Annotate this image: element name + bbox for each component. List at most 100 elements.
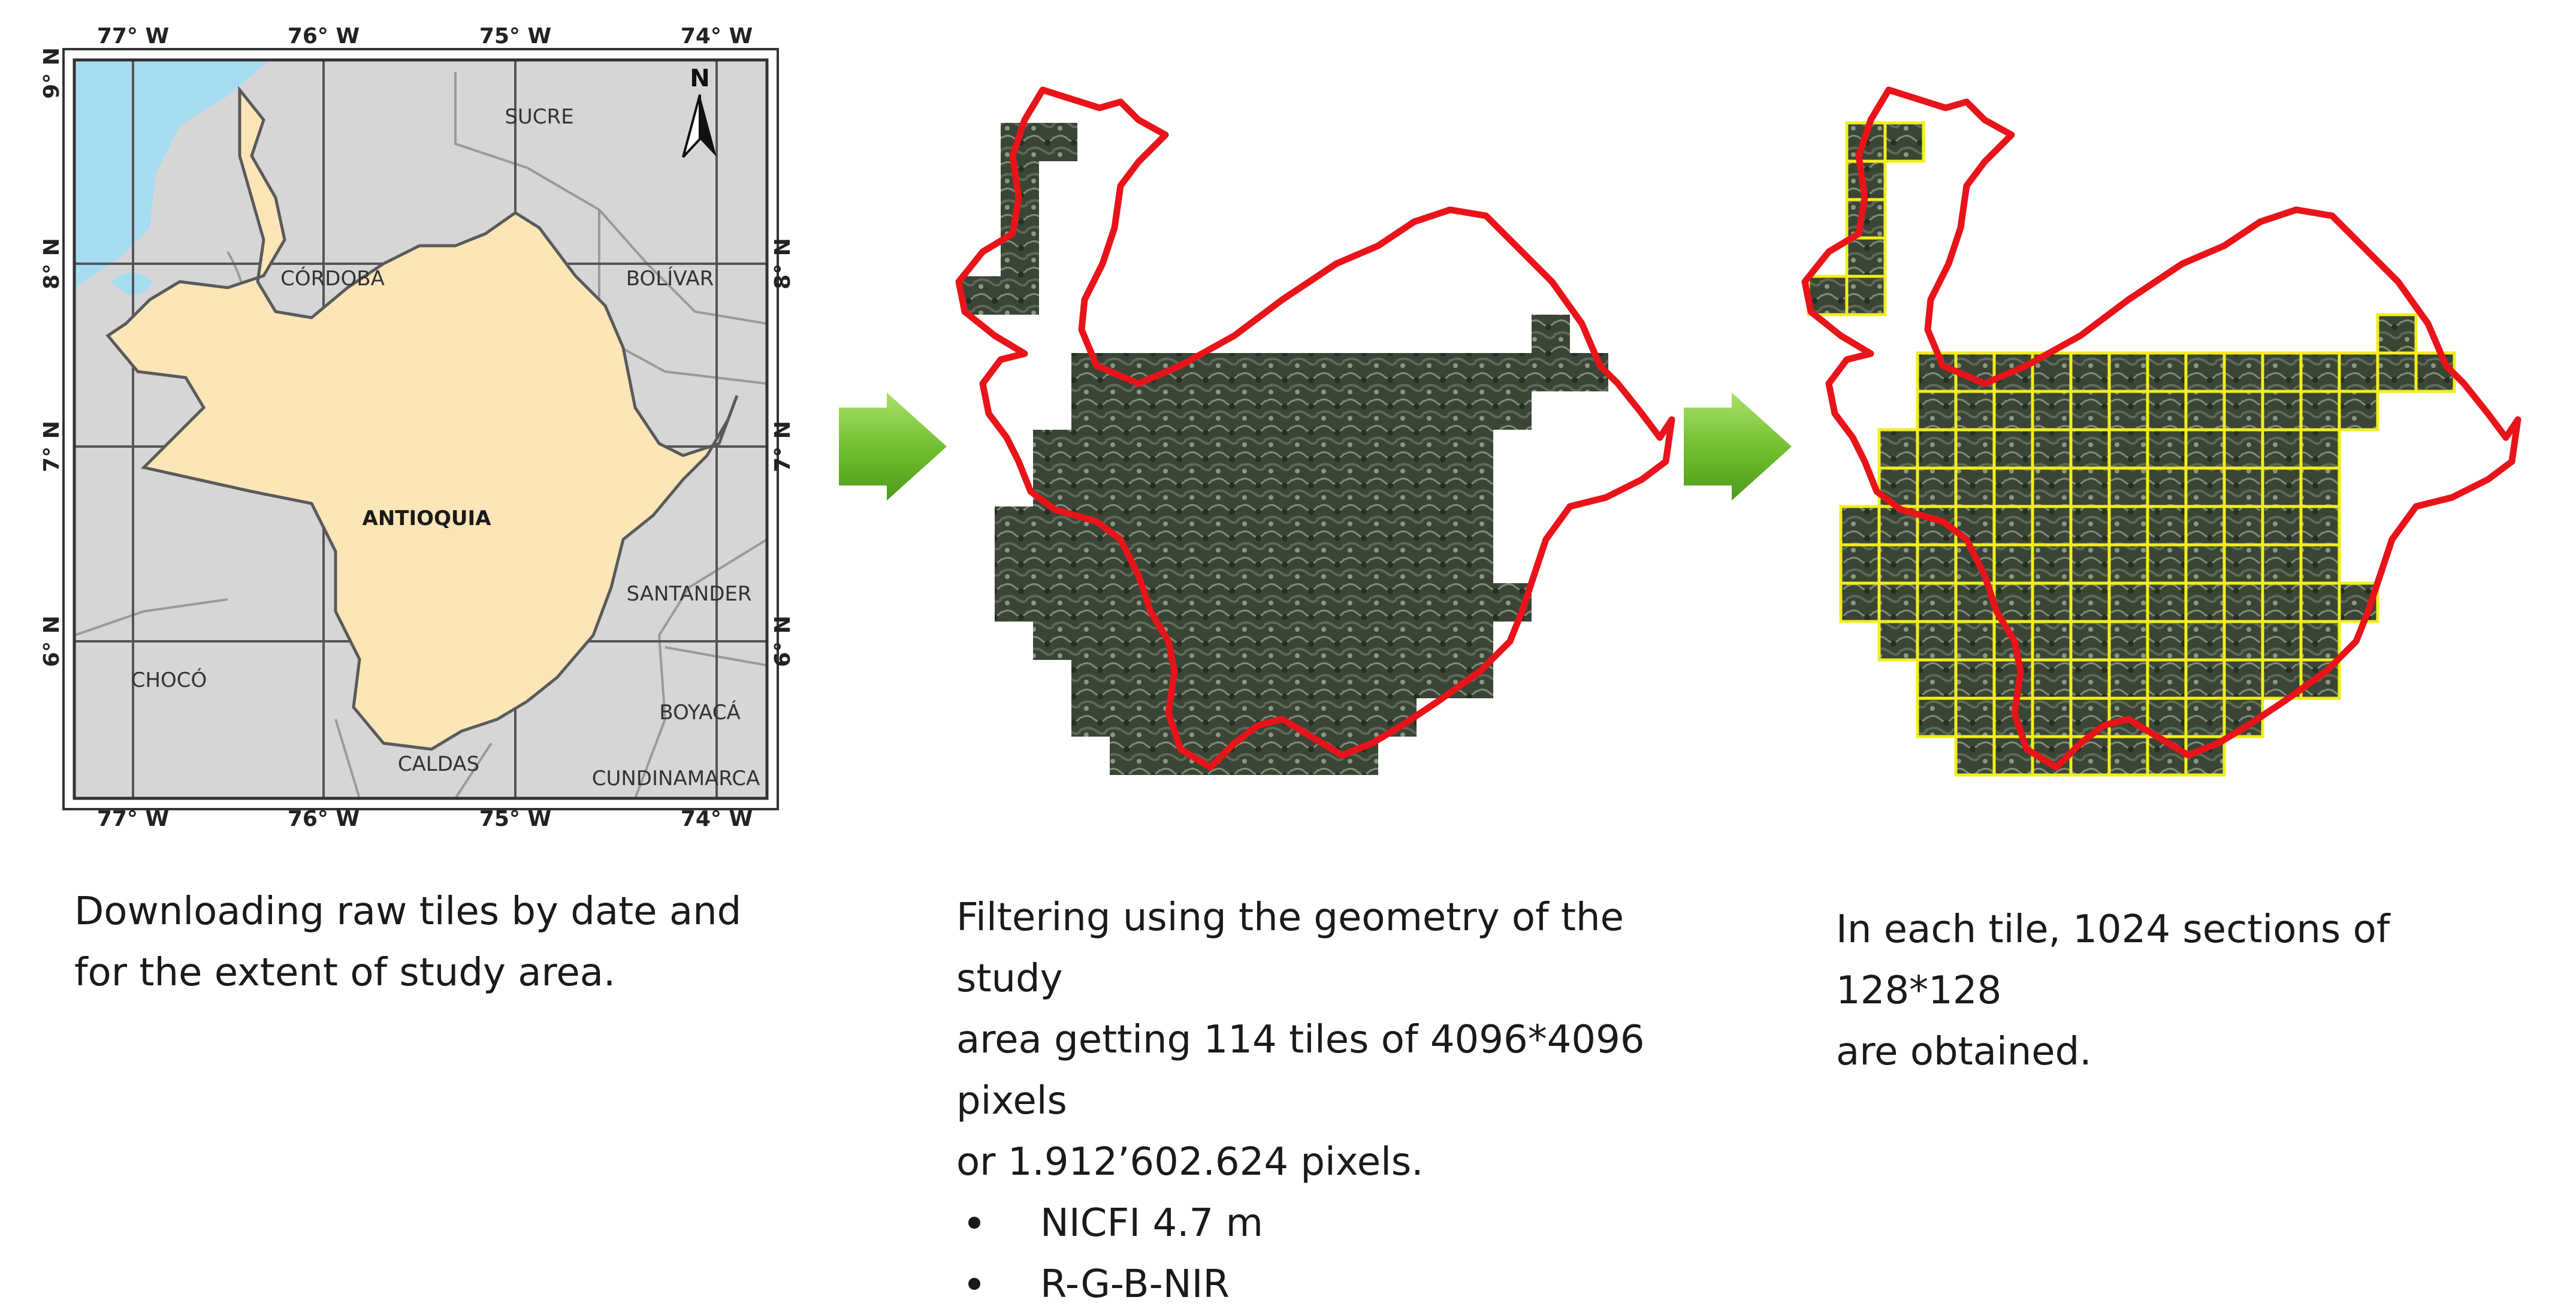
satellite-tile	[2031, 658, 2073, 700]
caption-line: or 1.912’602.624 pixels.	[956, 1140, 1424, 1184]
satellite-tile	[2184, 505, 2226, 547]
satellite-tile	[1992, 390, 2034, 432]
region-label-santander: SANTANDER	[626, 582, 751, 606]
satellite-tile	[1225, 660, 1263, 698]
satellite-tile	[1301, 698, 1340, 737]
satellite-tile	[1417, 353, 1455, 391]
satellite-tile	[1301, 430, 1340, 468]
satellite-tile	[2184, 620, 2226, 662]
satellite-tile	[2031, 390, 2073, 432]
caption-line: area getting 114 tiles of 4096*4096 pixe…	[956, 1018, 1645, 1123]
satellite-tile	[1110, 468, 1148, 506]
satellite-tile	[2299, 351, 2341, 393]
satellite-tile	[1839, 543, 1881, 585]
satellite-tile	[2031, 543, 2073, 585]
satellite-tile	[1263, 430, 1301, 468]
satellite-tile	[1417, 391, 1455, 430]
satellite-tile	[1110, 660, 1148, 698]
satellite-tile	[1301, 468, 1340, 506]
satellite-tile	[1378, 622, 1417, 660]
satellite-tile	[1033, 430, 1071, 468]
satellite-tile	[1340, 353, 1378, 391]
satellite-tile	[1877, 581, 1919, 623]
satellite-tile	[1340, 583, 1378, 622]
satellite-tile	[2107, 658, 2149, 700]
satellite-tile	[1039, 123, 1077, 161]
satellite-tile	[2222, 620, 2264, 662]
satellite-tile	[2299, 620, 2341, 662]
step3-caption: In each tile, 1024 sections of 128*128 a…	[1836, 899, 2567, 1082]
satellite-tile	[2069, 390, 2111, 432]
satellite-tile	[1954, 735, 1996, 777]
satellite-tile	[1916, 658, 1958, 700]
caption-line: Filtering using the geometry of the stud…	[956, 895, 1624, 1001]
satellite-tile	[1225, 430, 1263, 468]
satellite-tile	[2069, 620, 2111, 662]
satellite-tile	[1148, 430, 1186, 468]
satellite-tile	[2107, 581, 2149, 623]
satellite-tile	[1186, 545, 1225, 583]
satellite-tile	[1225, 545, 1263, 583]
region-label-caldas: CALDAS	[398, 752, 479, 776]
satellite-tile	[1340, 506, 1378, 545]
satellite-tile	[1992, 658, 2034, 700]
satellite-tile	[1110, 430, 1148, 468]
satellite-tile	[1340, 391, 1378, 430]
sectioned-tiles-panel	[1805, 90, 2518, 777]
satellite-tile	[2069, 505, 2111, 547]
satellite-tile	[1110, 698, 1148, 737]
satellite-tile	[1225, 353, 1263, 391]
satellite-tile	[1148, 545, 1186, 583]
satellite-tile	[1455, 506, 1493, 545]
lon-tick-bottom: 74° W	[681, 807, 753, 831]
satellite-tile	[1148, 660, 1186, 698]
satellite-tile	[1186, 430, 1225, 468]
satellite-tile	[2222, 351, 2264, 393]
satellite-tile	[1301, 391, 1340, 430]
satellite-tile	[1455, 468, 1493, 506]
satellite-tile	[2222, 466, 2264, 508]
satellite-tile	[2299, 505, 2341, 547]
satellite-tile	[1845, 275, 1887, 316]
satellite-tile	[1916, 466, 1958, 508]
satellite-tile	[2107, 620, 2149, 662]
satellite-tile	[1110, 737, 1148, 775]
satellite-tile	[1071, 698, 1110, 737]
satellite-tile	[1916, 620, 1958, 662]
satellite-tile	[1916, 543, 1958, 585]
satellite-tile	[1301, 622, 1340, 660]
satellite-tile	[2222, 428, 2264, 470]
satellite-tile	[1186, 698, 1225, 737]
satellite-tile	[1455, 545, 1493, 583]
satellite-tile	[1916, 696, 1958, 738]
satellite-tile	[1493, 353, 1532, 391]
satellite-tile	[2261, 505, 2303, 547]
satellite-tile	[2376, 351, 2418, 393]
satellite-tile	[1954, 696, 1996, 738]
satellite-tile	[962, 276, 1001, 315]
satellite-tile	[1301, 353, 1340, 391]
satellite-tile	[2146, 505, 2188, 547]
satellite-tile	[1148, 506, 1186, 545]
satellite-tile	[995, 506, 1033, 545]
satellite-tile	[1001, 238, 1039, 276]
lon-tick-bottom: 76° W	[288, 807, 360, 831]
lon-tick-top: 77° W	[97, 24, 169, 49]
bullet-text: R-G-B-NIR	[1040, 1262, 1230, 1307]
satellite-tile	[1954, 428, 1996, 470]
satellite-tile	[1186, 391, 1225, 430]
satellite-tile	[1263, 622, 1301, 660]
satellite-tile	[2146, 466, 2188, 508]
satellite-tile	[1378, 660, 1417, 698]
satellite-tile	[1417, 506, 1455, 545]
satellite-tile	[2031, 696, 2073, 738]
satellite-tile	[2069, 581, 2111, 623]
satellite-tile	[2184, 543, 2226, 585]
antioquia-shape	[105, 85, 739, 751]
satellite-tile	[1992, 505, 2034, 547]
satellite-tile	[1992, 466, 2034, 508]
satellite-tile	[2107, 505, 2149, 547]
filtered-tiles-panel	[959, 90, 1672, 775]
region-label-antioquia: ANTIOQUIA	[363, 506, 492, 530]
satellite-tile	[1225, 391, 1263, 430]
